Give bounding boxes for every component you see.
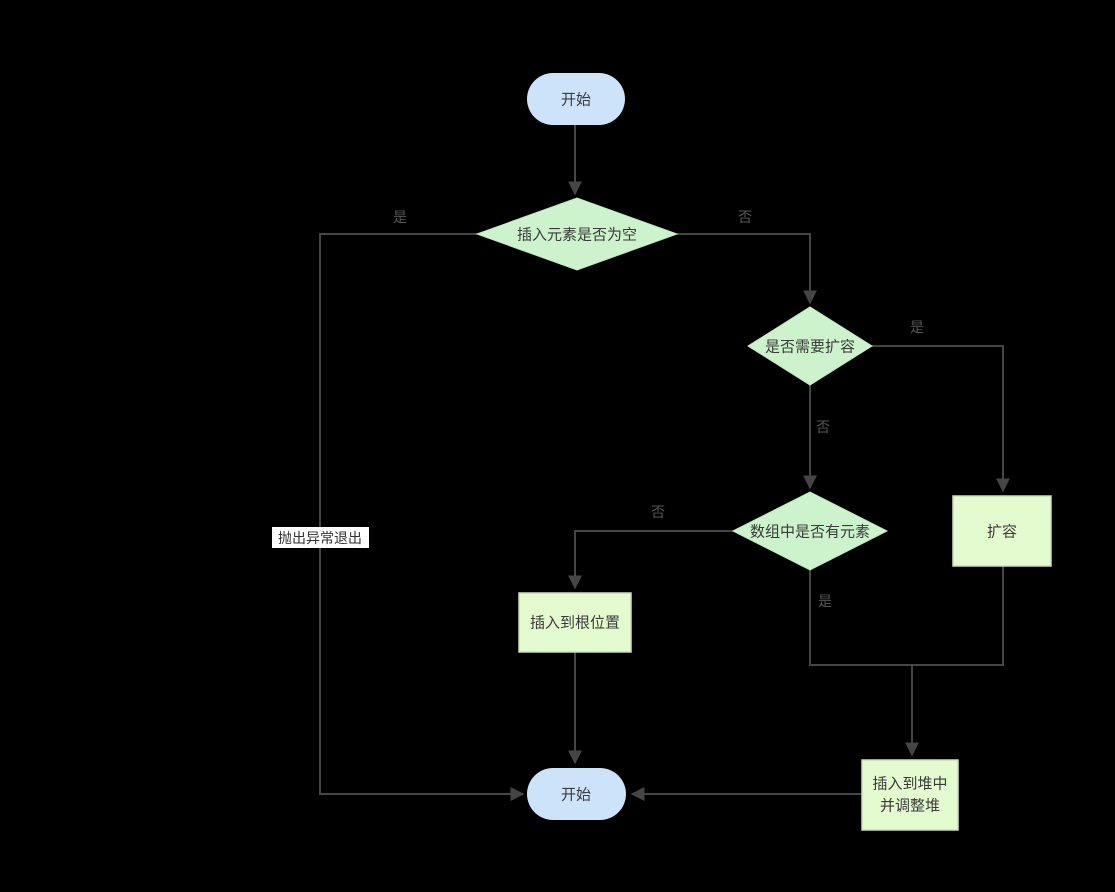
need-expand-decision-shape[interactable] [747,306,873,386]
label-need-expand-yes: 是 [910,319,924,335]
label-need-expand-no: 否 [816,419,830,435]
insert-root-process-shape[interactable] [518,592,632,653]
node-expand-process[interactable]: 扩容 [952,495,1052,567]
edge-insert-empty-yes-to-end [319,233,525,801]
node-insert-heap-process[interactable]: 插入到堆中 并调整堆 [861,759,959,831]
node-end-terminal[interactable]: 开始 [527,768,626,820]
edge-merge-array-yes-and-expand [809,566,1004,666]
throw-exception-label-bg [272,527,369,548]
end-terminal-shape[interactable] [527,768,626,820]
start-terminal-label: 开始 [561,92,591,109]
array-has-elements-decision-label: 数组中是否有元素 [750,524,870,541]
end-terminal-label: 开始 [561,787,591,804]
expand-process-label: 扩容 [987,524,1017,541]
label-array-has-no: 否 [651,504,665,520]
node-need-expand-decision[interactable]: 是否需要扩容 [747,306,873,386]
label-insert-empty-yes: 是 [393,209,407,225]
node-start-terminal[interactable]: 开始 [527,73,625,125]
node-array-has-elements-decision[interactable]: 数组中是否有元素 [731,491,889,571]
label-throw-exception-group: 抛出异常退出 [272,527,369,548]
start-terminal-shape[interactable] [527,73,625,125]
insert-heap-process-label-line2: 并调整堆 [880,798,940,815]
need-expand-decision-label: 是否需要扩容 [765,339,855,356]
label-array-has-yes: 是 [818,593,832,609]
expand-process-shape[interactable] [952,495,1052,567]
insert-heap-process-shape[interactable] [861,759,959,831]
array-has-elements-decision-shape[interactable] [731,491,889,571]
insert-empty-decision-label: 插入元素是否为空 [517,227,637,244]
edge-insert-empty-no-to-need-expand [677,233,817,305]
throw-exception-label: 抛出异常退出 [278,530,362,546]
insert-root-process-label: 插入到根位置 [530,615,620,632]
node-insert-empty-decision[interactable]: 插入元素是否为空 [475,197,679,271]
label-insert-empty-no: 否 [738,209,752,225]
edge-array-check-no-to-insert-root [568,530,733,590]
insert-heap-process-label-line1: 插入到堆中 [872,776,947,793]
insert-empty-decision-shape[interactable] [475,197,679,271]
edge-need-expand-yes-to-expand [872,345,1010,493]
node-insert-root-process[interactable]: 插入到根位置 [518,592,632,653]
